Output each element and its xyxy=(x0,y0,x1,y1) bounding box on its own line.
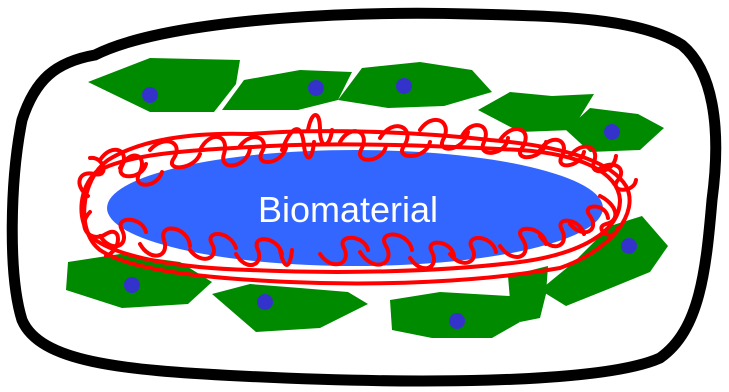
nucleus xyxy=(449,313,465,329)
nucleus xyxy=(124,277,140,293)
nucleus xyxy=(257,294,273,310)
nucleus xyxy=(396,78,412,94)
nucleus xyxy=(308,80,324,96)
nucleus xyxy=(621,238,637,254)
nucleus xyxy=(604,124,620,140)
biomaterial-label: Biomaterial xyxy=(258,189,438,230)
nucleus xyxy=(142,87,158,103)
